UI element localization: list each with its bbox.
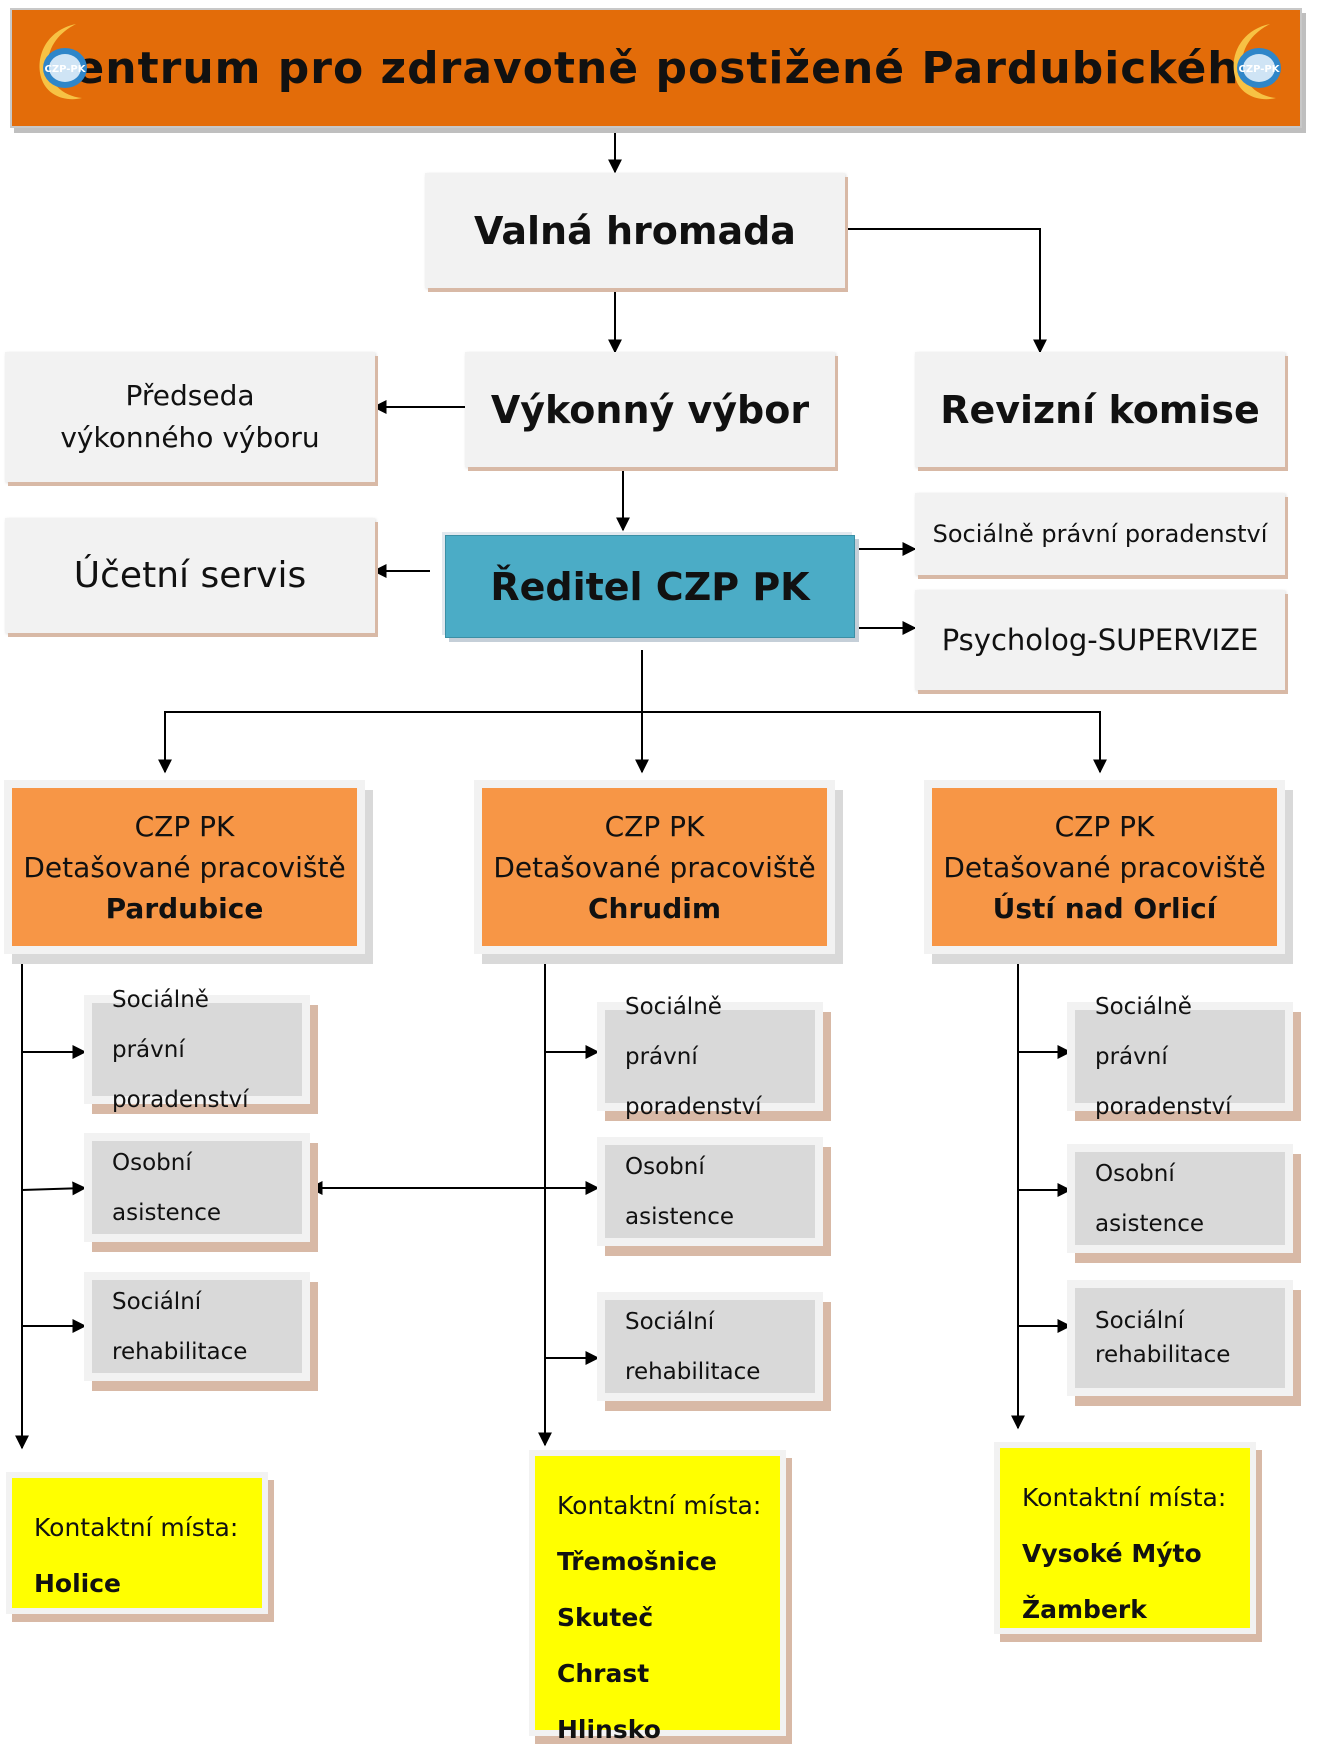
- svc-pardubice-socialni-rehabilitace: Sociální rehabilitace: [92, 1280, 302, 1373]
- contact-label: Kontaktní místa:: [1022, 1483, 1227, 1512]
- vykonny-label: Výkonný výbor: [490, 387, 810, 432]
- svc-usti-socialni-rehabilitace: Sociální rehabilitace: [1075, 1288, 1285, 1388]
- svg-text:CZP-PK: CZP-PK: [1239, 64, 1281, 75]
- revizni-label: Revizní komise: [940, 387, 1260, 432]
- svc-chrudim-socialni-rehabilitace: Sociální rehabilitace: [605, 1300, 815, 1393]
- svc-chrudim-osobni-asistence: Osobní asistence: [605, 1145, 815, 1238]
- header-bar: Centrum pro zdravotně postižené Pardubic…: [10, 8, 1302, 128]
- branch-pardubice-line2: Detašované pracoviště: [23, 850, 346, 884]
- czp-pk-logo-right: CZP-PK: [1233, 24, 1281, 100]
- svc-pardubice-osobni-asistence: Osobní asistence: [92, 1141, 302, 1234]
- contact-place: Chrast: [557, 1659, 650, 1688]
- branch-chrudim: CZP PK Detašované pracoviště Chrudim: [482, 788, 827, 946]
- branch-chrudim-line2: Detašované pracoviště: [493, 850, 816, 884]
- branch-usti-city: Ústí nad Orlicí: [992, 891, 1217, 925]
- svc-label: Sociálně právní poradenství: [1095, 993, 1232, 1120]
- header-title: Centrum pro zdravotně postižené Pardubic…: [41, 42, 1271, 94]
- svc-usti-osobni-asistence: Osobní asistence: [1075, 1152, 1285, 1245]
- ucetni-label: Účetní servis: [73, 555, 307, 596]
- node-ucetni-servis: Účetní servis: [5, 518, 375, 633]
- contact-place: Třemošnice: [557, 1547, 717, 1576]
- node-valna-hromada: Valná hromada: [425, 173, 845, 288]
- svc-label: Osobní asistence: [625, 1153, 734, 1230]
- branch-usti-nad-orlici: CZP PK Detašované pracoviště Ústí nad Or…: [932, 788, 1277, 946]
- svg-text:CZP-PK: CZP-PK: [45, 64, 87, 75]
- node-socialne-pravni-poradenstvi: Sociálně právní poradenství: [915, 493, 1285, 575]
- predseda-label: Předseda výkonného výboru: [60, 379, 320, 454]
- svc-label: Osobní asistence: [1095, 1160, 1204, 1237]
- socialne-pravni-label: Sociálně právní poradenství: [932, 520, 1268, 548]
- arrow-valna-to-revizni: [843, 228, 1047, 354]
- branch-pardubice: CZP PK Detašované pracoviště Pardubice: [12, 788, 357, 946]
- contact-place: Holice: [34, 1569, 122, 1598]
- branch-usti-line2: Detašované pracoviště: [943, 850, 1266, 884]
- psycholog-label: Psycholog-SUPERVIZE: [941, 623, 1259, 657]
- node-reditel: Ředitel CZP PK: [445, 535, 855, 638]
- node-revizni-komise: Revizní komise: [915, 352, 1285, 467]
- contact-place: Žamberk: [1022, 1595, 1147, 1624]
- contact-place: Skuteč: [557, 1603, 654, 1632]
- svc-label: Sociální rehabilitace: [1095, 1308, 1231, 1368]
- valna-label: Valná hromada: [474, 208, 796, 253]
- svc-pardubice-socialne-pravni: Sociálně právní poradenství: [92, 987, 302, 1113]
- svc-label: Sociální rehabilitace: [625, 1308, 761, 1385]
- branch-chrudim-city: Chrudim: [587, 891, 722, 925]
- czp-pk-logo-left: CZP-PK: [39, 24, 87, 100]
- branch-pardubice-line1: CZP PK: [134, 809, 235, 843]
- contact-chrudim: Kontaktní místa: Třemošnice Skuteč Chras…: [535, 1456, 780, 1744]
- svc-chrudim-socialne-pravni: Sociálně právní poradenství: [605, 994, 815, 1120]
- node-psycholog-supervize: Psycholog-SUPERVIZE: [915, 590, 1285, 690]
- arrow-left-svc2: [21, 1181, 87, 1196]
- contact-place: Vysoké Mýto: [1022, 1539, 1202, 1568]
- svc-label: Sociální rehabilitace: [112, 1288, 248, 1365]
- contact-place: Hlinsko: [557, 1715, 661, 1744]
- svc-usti-socialne-pravni: Sociálně právní poradenství: [1075, 994, 1285, 1120]
- branch-chrudim-line1: CZP PK: [604, 809, 705, 843]
- line-branch-bus: [164, 711, 1107, 774]
- svc-label: Sociálně právní poradenství: [112, 986, 249, 1113]
- branch-pardubice-city: Pardubice: [105, 891, 264, 925]
- node-vykonny-vybor: Výkonný výbor: [465, 352, 835, 467]
- reditel-label: Ředitel CZP PK: [490, 564, 810, 609]
- contact-label: Kontaktní místa:: [34, 1513, 239, 1542]
- contact-pardubice: Kontaktní místa: Holice: [12, 1478, 262, 1608]
- contact-usti: Kontaktní místa: Vysoké Mýto Žamberk: [1000, 1448, 1250, 1628]
- contact-label: Kontaktní místa:: [557, 1491, 762, 1520]
- svc-label: Osobní asistence: [112, 1149, 221, 1226]
- branch-usti-line1: CZP PK: [1054, 809, 1155, 843]
- svc-label: Sociálně právní poradenství: [625, 993, 762, 1120]
- node-predseda: Předseda výkonného výboru: [5, 352, 375, 482]
